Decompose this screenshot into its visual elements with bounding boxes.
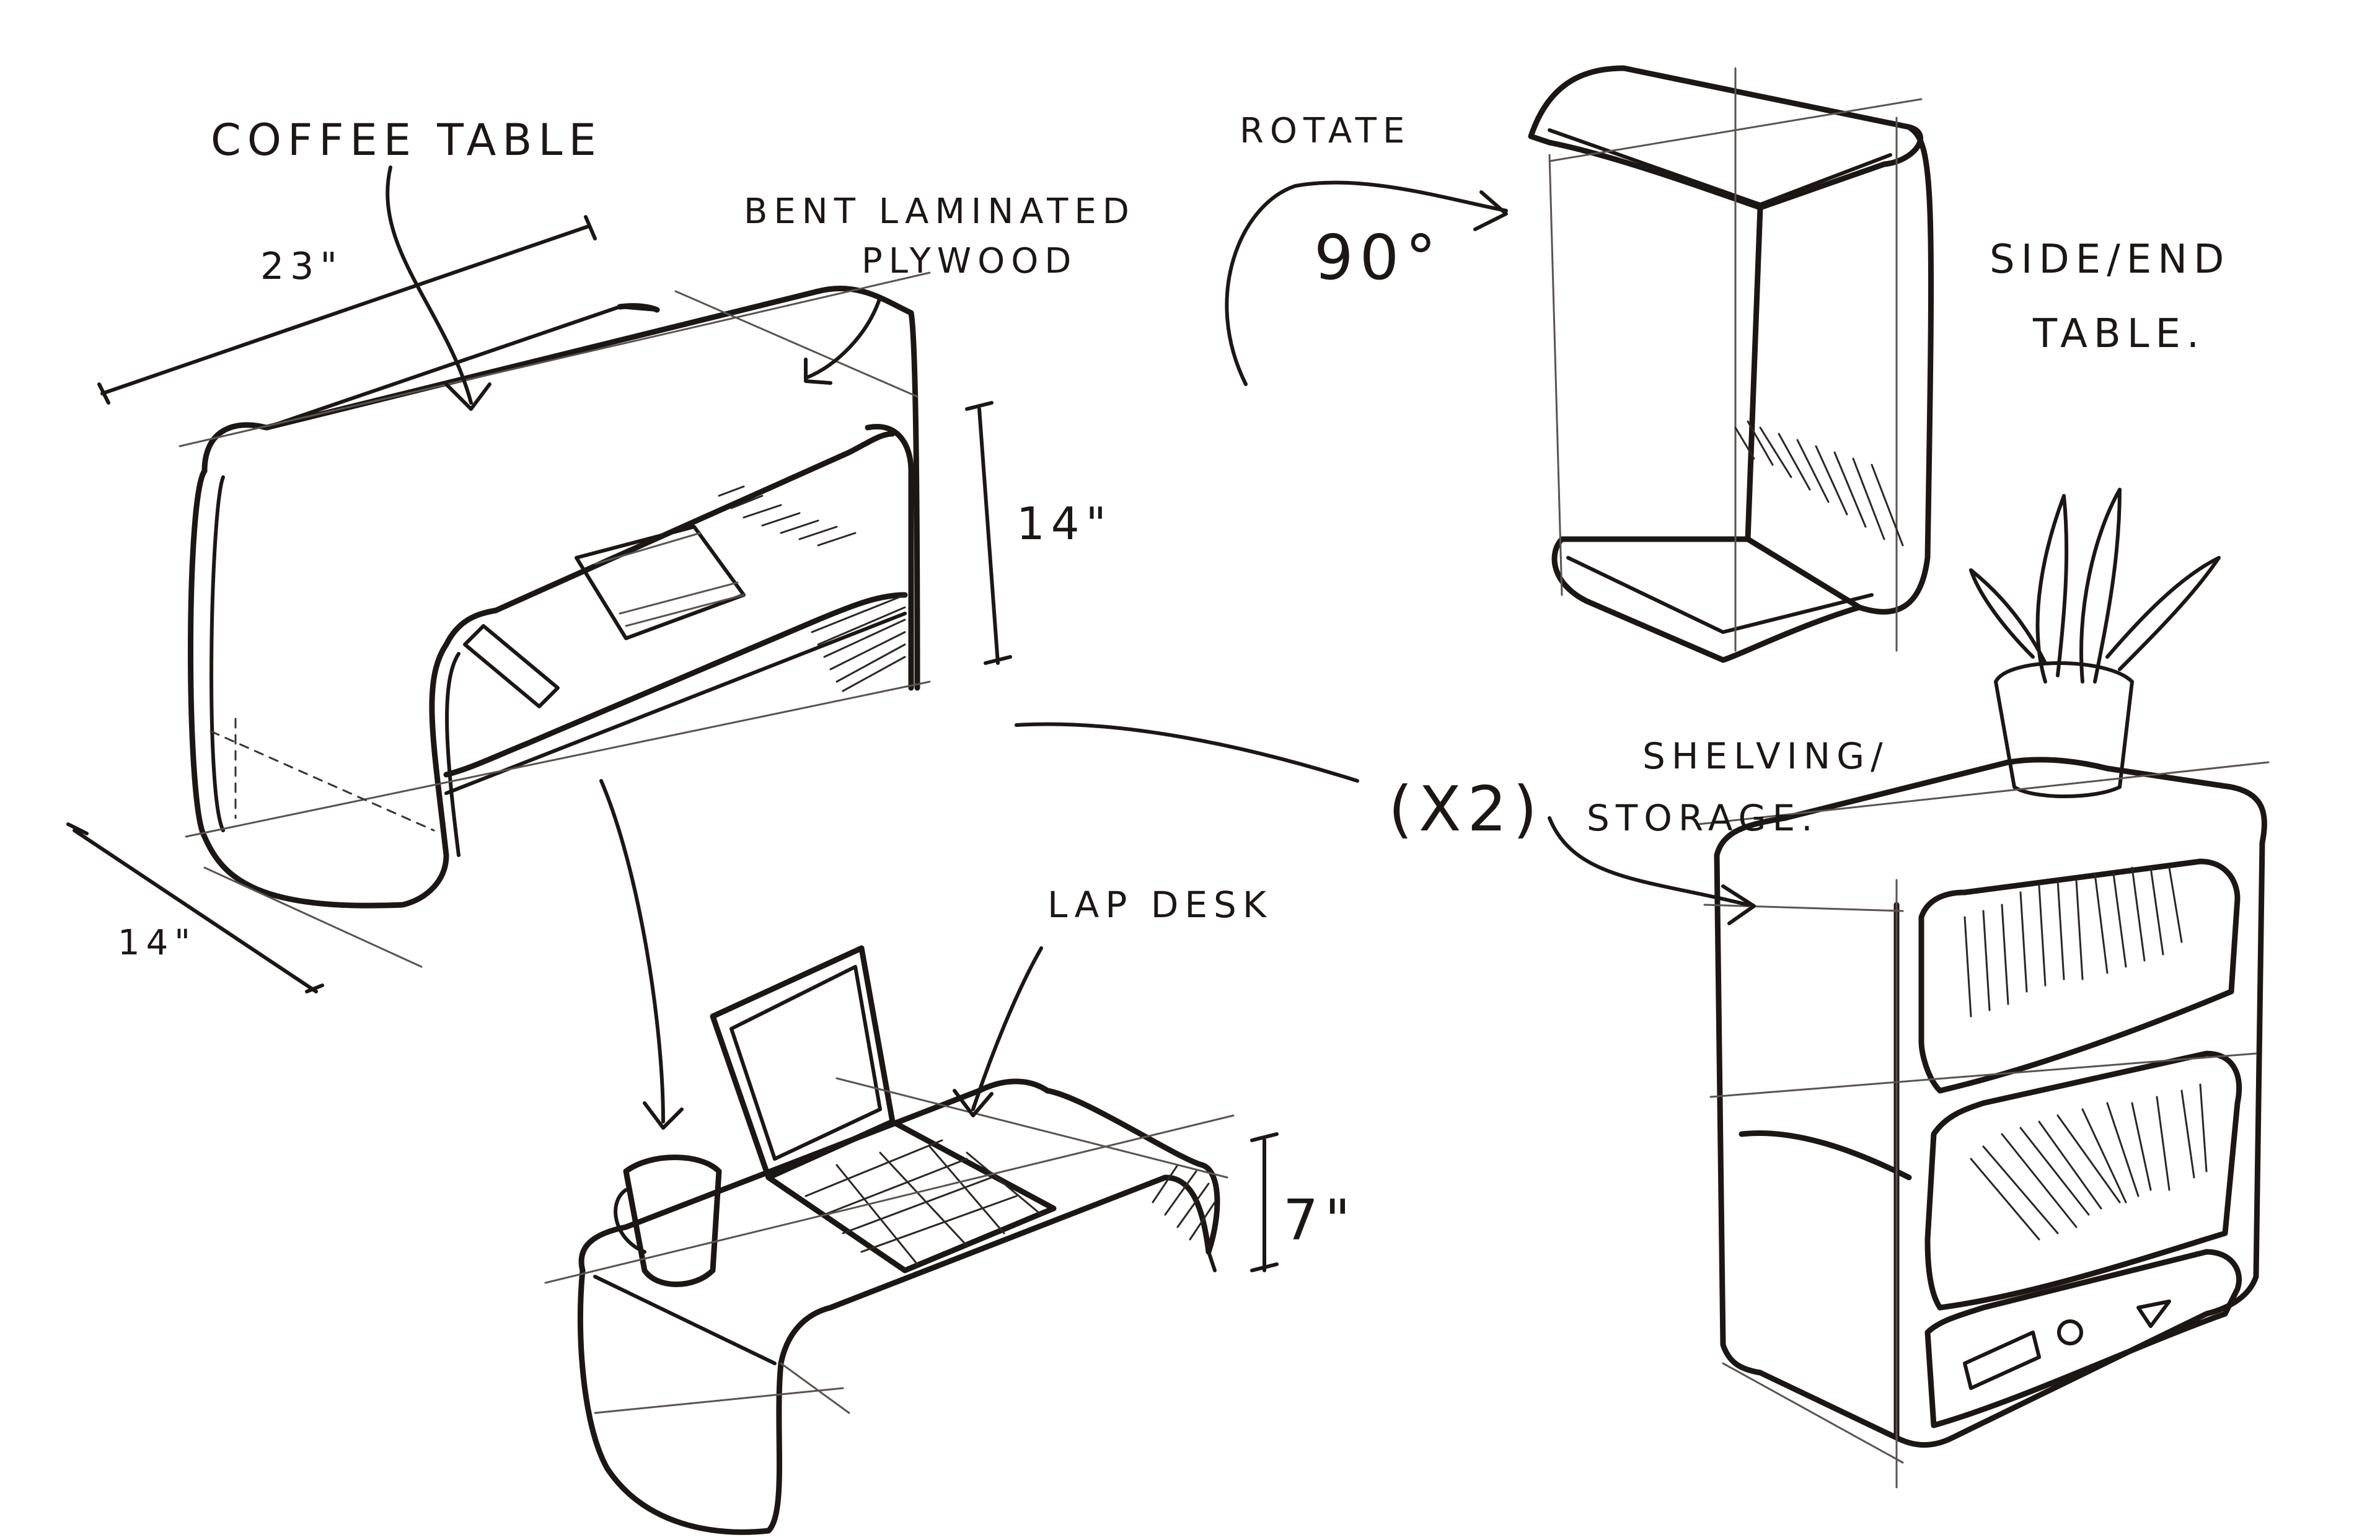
- knob-icon: [2057, 1319, 2083, 1345]
- coffee-height-dimension: 14": [1016, 498, 1113, 550]
- coffee-table-label: COFFEE TABLE: [211, 115, 602, 165]
- side-end-label: SIDE/END: [1990, 237, 2230, 283]
- shelving-label: SHELVING/: [1642, 735, 1889, 777]
- lap-height-dimension: 7": [1283, 1188, 1357, 1253]
- shelving-storage-sketch: [1548, 488, 2270, 1489]
- coffee-width-dimension: 23": [260, 245, 343, 288]
- book-icon: [575, 525, 746, 640]
- side-table-shadow-hatch: [1734, 420, 1904, 547]
- coffee-table-sketch: [66, 165, 1012, 993]
- mug-icon: [623, 1155, 722, 1287]
- drawer-handle-icon: [1963, 1331, 2041, 1390]
- coffee-depth-dimension: 14": [118, 923, 196, 963]
- rotate-label: ROTATE: [1240, 111, 1411, 151]
- rotate-angle-label: 90°: [1314, 221, 1442, 294]
- plant-icon: [1969, 488, 2221, 798]
- annotations: COFFEE TABLE BENT LAMINATED PLYWOOD ROTA…: [118, 111, 2230, 1253]
- books-icon: [1963, 866, 2183, 1018]
- plywood-label: PLYWOOD: [862, 241, 1077, 281]
- lap-desk-sketch: [544, 779, 1279, 1535]
- coffee-table-shadow-hatch: [718, 485, 906, 692]
- bent-laminated-label: BENT LAMINATED: [744, 191, 1135, 232]
- storage-label: STORAGE.: [1587, 797, 1819, 839]
- files-icon: [1970, 1083, 2208, 1241]
- multiplier-label: (X2): [1388, 773, 1543, 845]
- table-label: TABLE.: [2032, 311, 2205, 357]
- lap-desk-label: LAP DESK: [1047, 884, 1272, 926]
- laptop-icon: [710, 945, 896, 1181]
- side-end-table-sketch: [1225, 65, 1934, 663]
- remote-icon: [463, 624, 560, 708]
- connector-line: [1015, 722, 1359, 783]
